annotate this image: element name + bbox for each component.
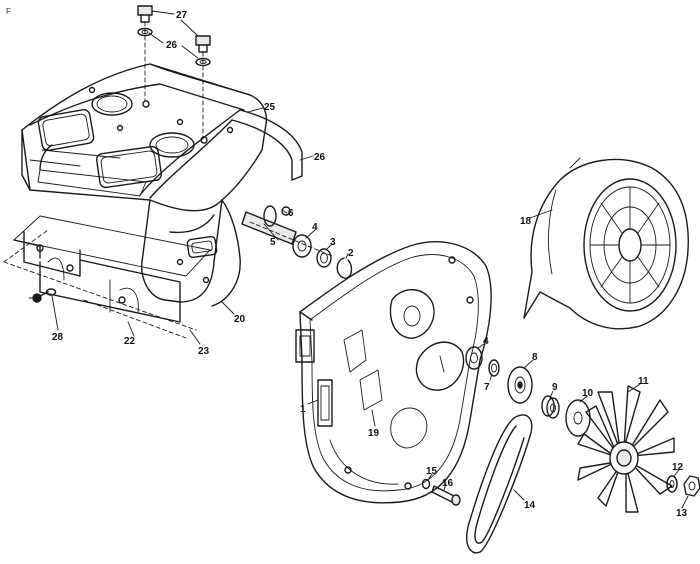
- callout-24: 26: [314, 152, 326, 163]
- callout-27: 28: [52, 332, 64, 343]
- callout-6: 6: [288, 208, 294, 219]
- callout-25: 26: [166, 40, 178, 51]
- pulley-part-8: [507, 366, 533, 404]
- screw-part-28: [32, 291, 49, 303]
- callout-7: 7: [484, 382, 490, 393]
- washer-part-12: [666, 475, 678, 493]
- v-belt-part-14: [466, 414, 533, 554]
- leader-lines: [28, 10, 689, 509]
- callout-26: 27: [176, 10, 188, 21]
- cowling-shroud: [21, 63, 268, 307]
- callout-20: 22: [124, 336, 136, 347]
- callout-11: 11: [638, 376, 649, 387]
- bolt-part-16: [431, 485, 461, 506]
- bearing-part-4-upper: [292, 234, 312, 258]
- callout-16: 16: [442, 478, 454, 489]
- callout-labels: 27 26 25 26 6 5 4 3 2 18 1 19 4 7 8 9 10…: [52, 10, 688, 519]
- fan-part-11: [577, 385, 675, 513]
- callout-17: 18: [520, 216, 532, 227]
- screw-part-26-left: [137, 5, 153, 101]
- corner-mark: F: [6, 7, 11, 16]
- nut-part-13: [683, 475, 700, 497]
- washer-part-25-right: [195, 57, 211, 67]
- callout-8: 8: [532, 352, 538, 363]
- callout-18: 19: [368, 428, 380, 439]
- callout-14: 14: [524, 500, 536, 511]
- strap-part-24: [139, 109, 303, 199]
- belt-housing-part-18: [295, 241, 492, 504]
- bearing-part-4-lower: [465, 346, 483, 370]
- callout-15: 15: [426, 466, 438, 477]
- fan-guard-part-17: [523, 157, 689, 330]
- callout-4-upper: 4: [312, 222, 318, 233]
- callout-10: 10: [582, 388, 594, 399]
- callout-22: 23: [198, 346, 210, 357]
- washer-part-25-left: [137, 27, 153, 37]
- callout-4-lower: 4: [483, 336, 489, 347]
- callout-12: 12: [672, 462, 684, 473]
- ring-part-7: [488, 359, 500, 377]
- washer-part-15: [421, 478, 431, 490]
- hub-part-9: [541, 395, 560, 419]
- callout-9: 9: [552, 382, 558, 393]
- disc-part-10: [565, 399, 591, 437]
- callout-2: 2: [348, 248, 354, 259]
- callout-1: 1: [300, 404, 306, 415]
- washer-part-27: [45, 288, 57, 296]
- callout-19: 20: [234, 314, 246, 325]
- callout-23: 25: [264, 102, 276, 113]
- callout-5: 5: [270, 237, 276, 248]
- callout-3: 3: [330, 237, 336, 248]
- screw-part-26-right: [195, 35, 211, 139]
- ring-part-3: [316, 248, 332, 268]
- callout-13: 13: [676, 508, 688, 519]
- circlip-part-2: [336, 257, 353, 279]
- shaft-assembly: [241, 205, 333, 257]
- bottom-plate-part-22: [3, 215, 211, 339]
